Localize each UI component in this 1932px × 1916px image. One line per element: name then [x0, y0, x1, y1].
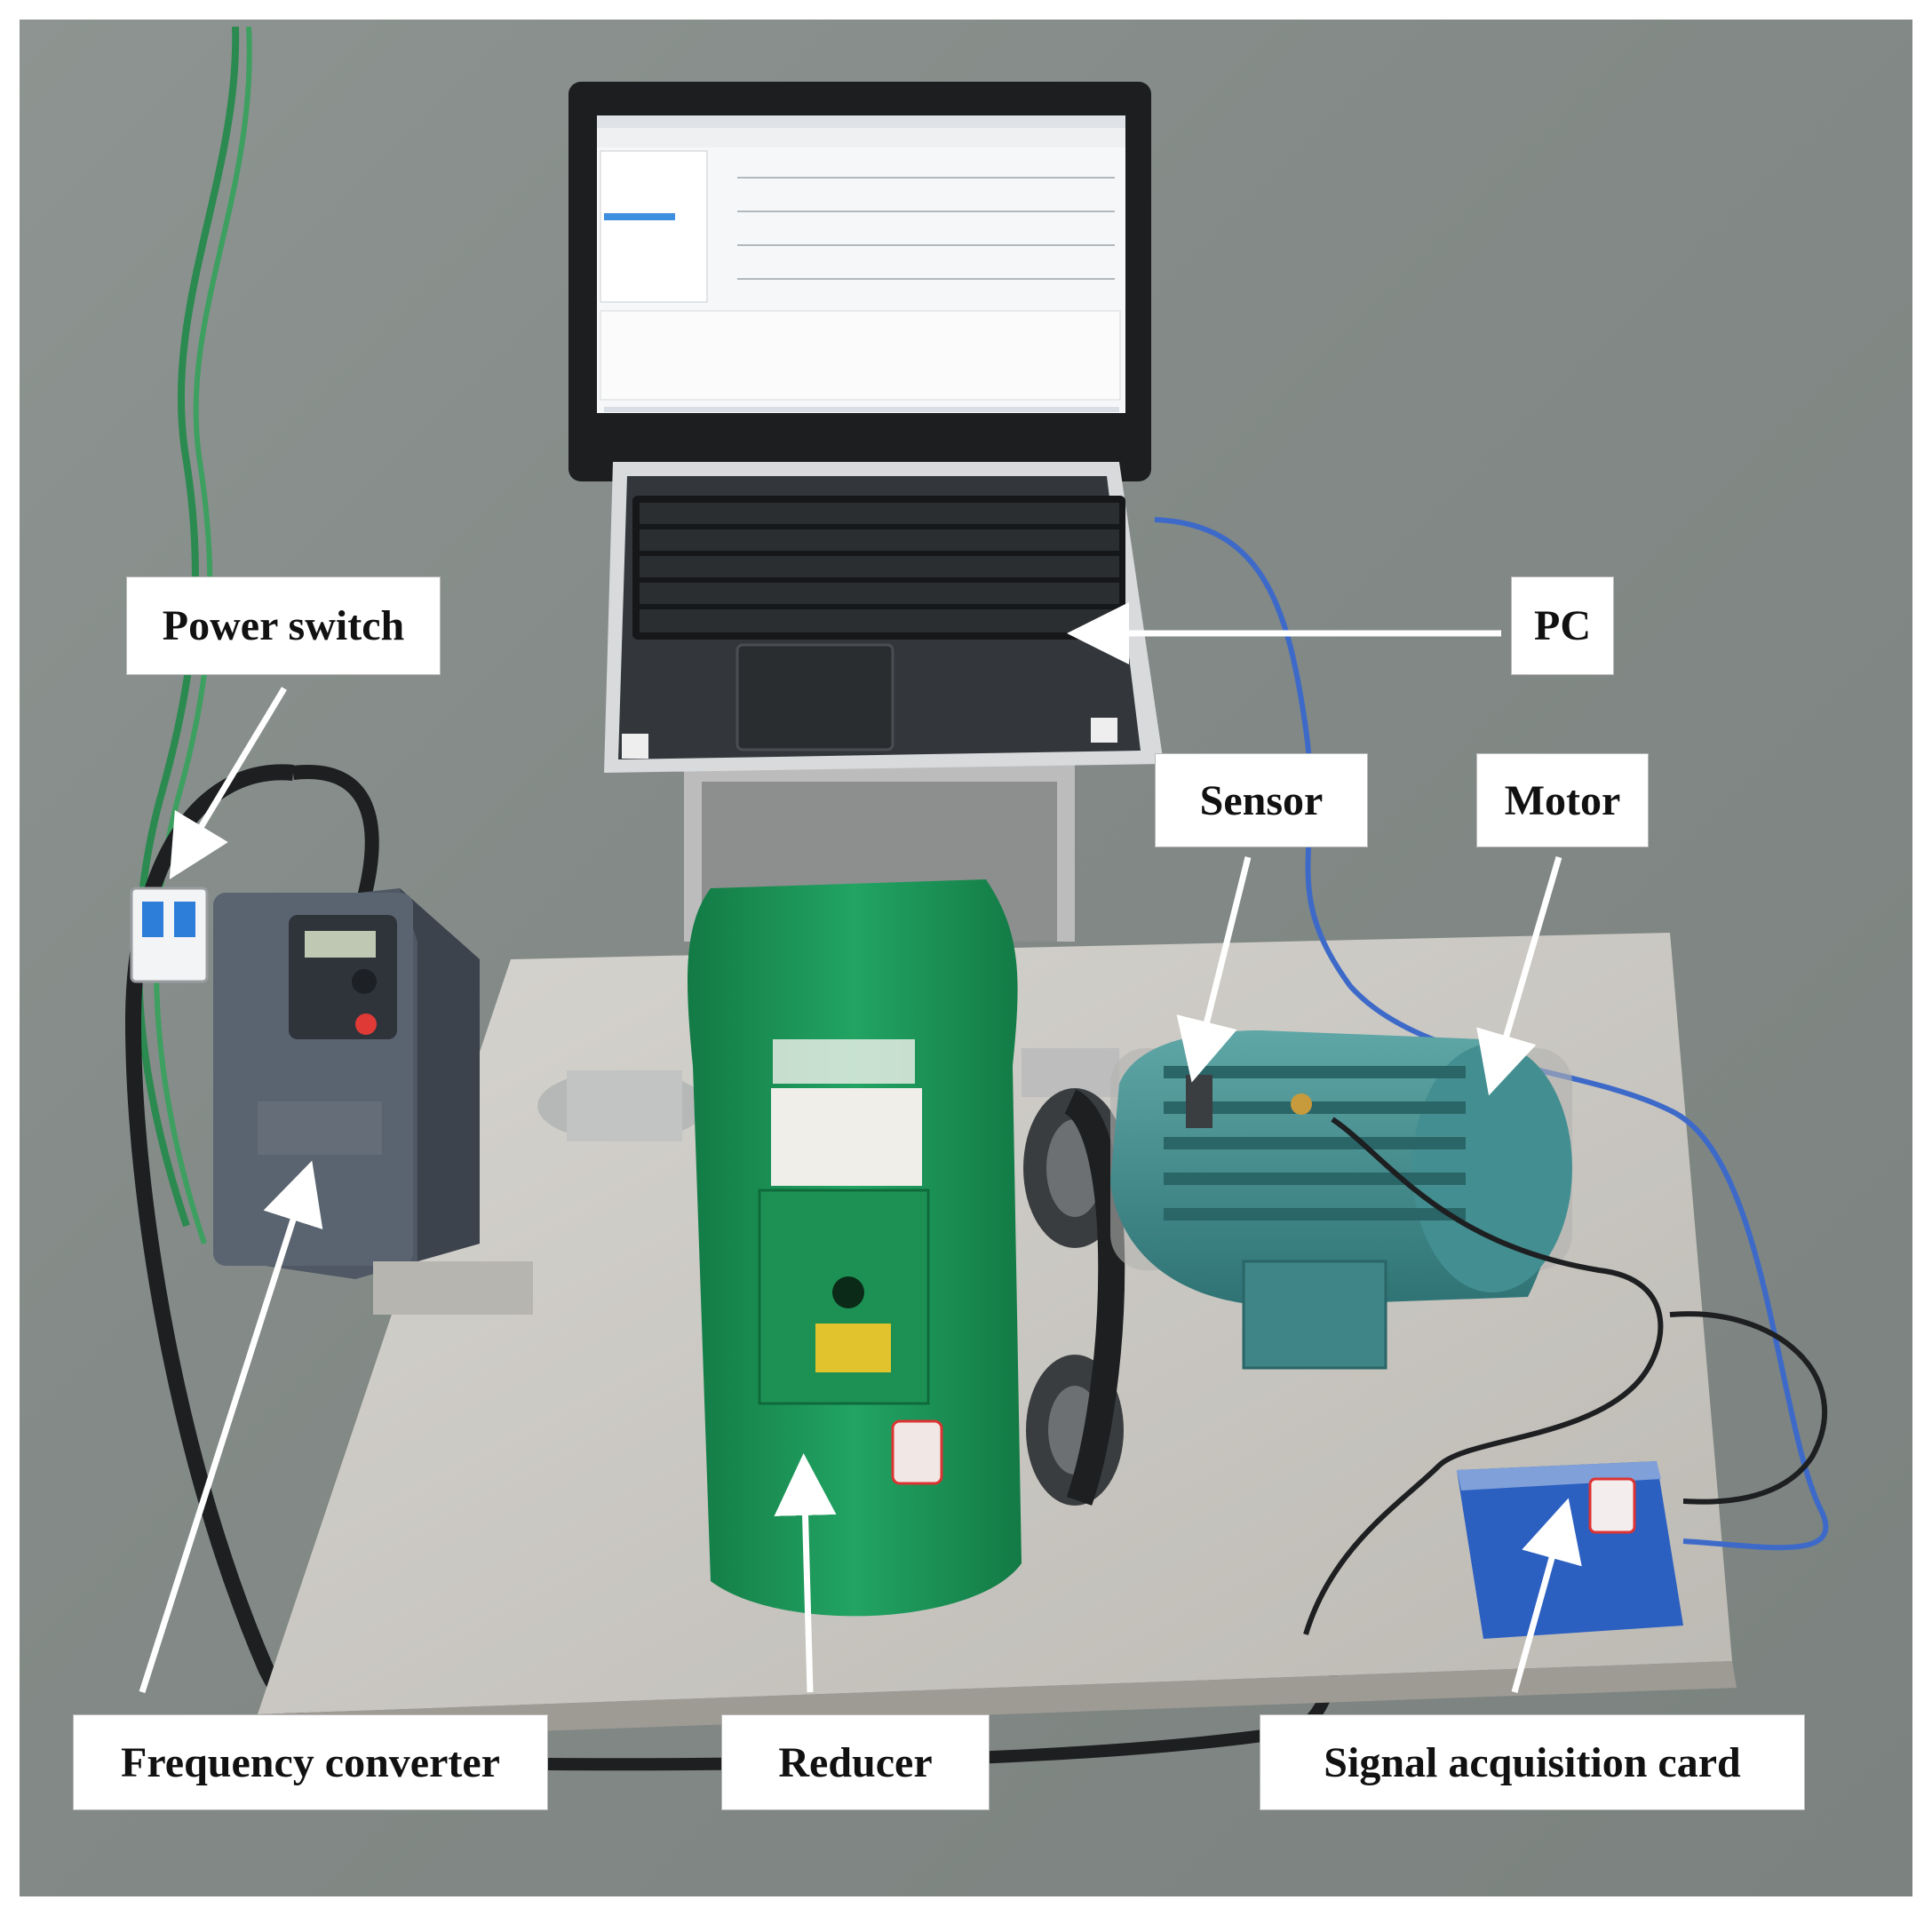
- arrow-motor: [1476, 856, 1562, 1096]
- pulleys: [1023, 1088, 1126, 1506]
- label-frequency-converter: Frequency converter: [73, 1714, 548, 1810]
- label-signal-acquisition-card: Signal acquisition card: [1260, 1714, 1805, 1810]
- reducer: [537, 879, 1119, 1617]
- card-cable: [1669, 1311, 1827, 1505]
- motor: [1110, 1030, 1572, 1370]
- table-edge: [258, 1661, 1737, 1741]
- power-cable-loop: [292, 765, 379, 899]
- arrow-power-switch: [169, 687, 287, 879]
- arrow-reducer: [774, 1453, 837, 1693]
- label-reducer: Reducer: [721, 1714, 990, 1810]
- label-power-switch: Power switch: [126, 576, 441, 675]
- callout-arrows: [139, 602, 1582, 1694]
- arrow-signal-card: [1511, 1498, 1582, 1693]
- label-sensor: Sensor: [1155, 753, 1368, 847]
- signal-acquisition-card: [1457, 1461, 1683, 1639]
- frequency-converter: [213, 888, 533, 1315]
- arrow-sensor: [1176, 856, 1252, 1083]
- laptop: [568, 82, 1164, 773]
- label-pc: PC: [1511, 576, 1614, 675]
- arrow-frequency-converter: [139, 1160, 323, 1694]
- label-motor: Motor: [1476, 753, 1649, 847]
- breaker: [130, 886, 209, 983]
- motor-cable: [1303, 1117, 1664, 1635]
